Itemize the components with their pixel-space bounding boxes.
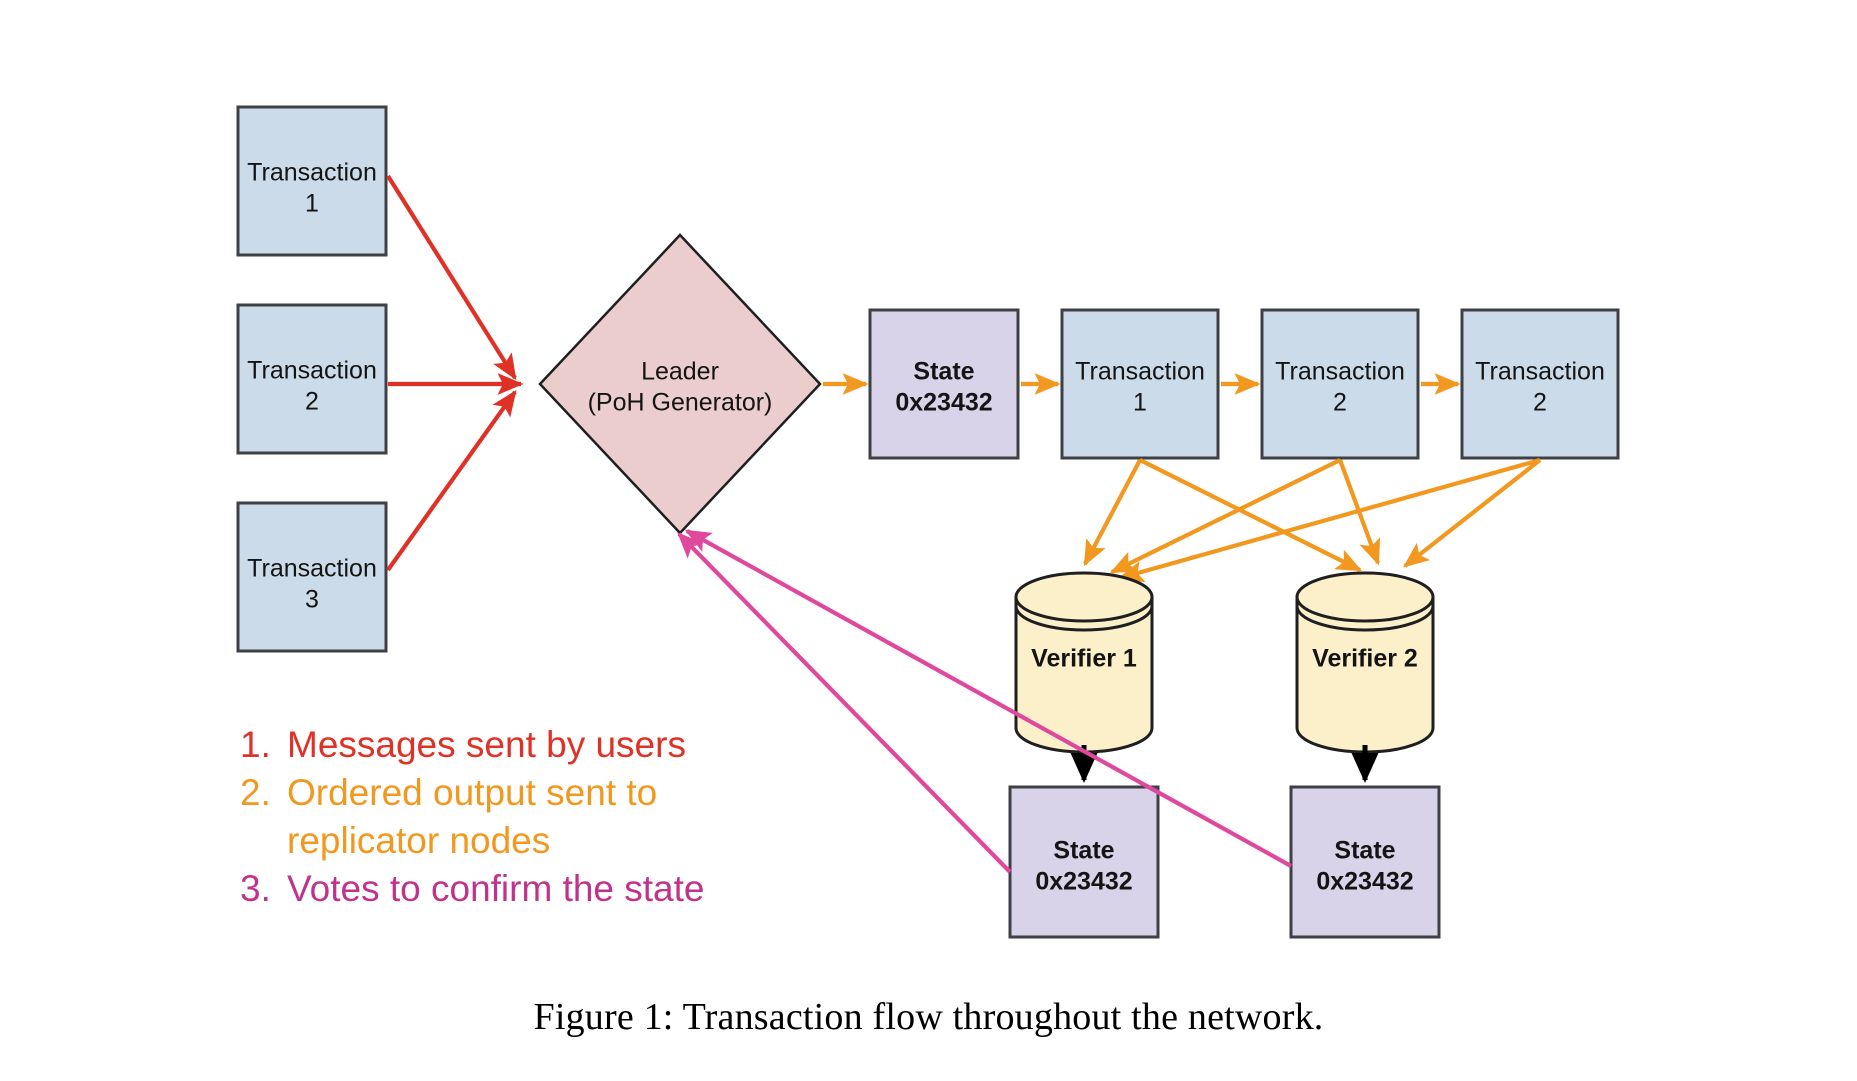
ledger-state-title: State xyxy=(913,358,974,386)
verifier-1-node: Verifier 1 xyxy=(1014,571,1154,754)
edges-ordered-output xyxy=(1083,457,1542,583)
incoming-transaction-2-number: 2 xyxy=(305,388,319,416)
legend-item-2-marker: 2. xyxy=(240,772,271,813)
incoming-transaction-1-number: 1 xyxy=(305,190,319,218)
edges-votes xyxy=(677,529,1293,874)
verified-state-2: State 0x23432 xyxy=(1289,785,1441,939)
edge-ledger-tx3-to-verifier2 xyxy=(1403,458,1542,568)
incoming-transaction-1: Transaction 1 xyxy=(236,105,388,257)
incoming-transaction-3-title: Transaction xyxy=(247,555,377,583)
ledger-transaction-2: Transaction 2 xyxy=(1260,308,1420,460)
incoming-transaction-3: Transaction 3 xyxy=(236,501,388,653)
legend-item-3-marker: 3. xyxy=(240,868,271,909)
ledger-transaction-3: Transaction 2 xyxy=(1460,308,1620,460)
edge-ledger-tx3-to-verifier1 xyxy=(1117,457,1541,583)
leader-title: Leader xyxy=(641,358,719,386)
incoming-transaction-3-number: 3 xyxy=(305,586,319,614)
leader-subtitle: (PoH Generator) xyxy=(588,389,773,417)
ledger-transaction-2-number: 2 xyxy=(1333,389,1347,417)
ledger-transaction-2-title: Transaction xyxy=(1275,358,1405,386)
incoming-transaction-1-title: Transaction xyxy=(247,159,377,187)
ledger-transaction-1-title: Transaction xyxy=(1075,358,1205,386)
edge-ledger-tx1-to-verifier1 xyxy=(1083,459,1142,567)
edge-tx1-to-leader xyxy=(386,174,517,381)
legend-item-2-text-line1: Ordered output sent to xyxy=(287,772,657,813)
edge-state2-to-leader xyxy=(684,529,1293,868)
edge-state1-to-leader xyxy=(677,532,1012,874)
verifier-1-label: Verifier 1 xyxy=(1031,645,1137,673)
leader-node: Leader (PoH Generator) xyxy=(538,233,822,535)
verified-state-2-title: State xyxy=(1334,837,1395,865)
ledger-transaction-1: Transaction 1 xyxy=(1060,308,1220,460)
ledger-state-node: State 0x23432 xyxy=(868,308,1020,460)
incoming-transaction-2-title: Transaction xyxy=(247,357,377,385)
figure-caption: Figure 1: Transaction flow throughout th… xyxy=(533,996,1324,1038)
ledger-state-hash: 0x23432 xyxy=(895,389,992,417)
verifier-2-label: Verifier 2 xyxy=(1312,645,1418,673)
ledger-transaction-3-number: 2 xyxy=(1533,389,1547,417)
incoming-transaction-2: Transaction 2 xyxy=(236,303,388,455)
verified-state-1: State 0x23432 xyxy=(1008,785,1160,939)
edge-ledger-tx1-to-verifier2 xyxy=(1139,458,1363,572)
edge-ledger-tx2-to-verifier1 xyxy=(1109,458,1341,574)
edges-user-messages xyxy=(386,174,524,572)
verifier-2-node: Verifier 2 xyxy=(1295,571,1435,754)
verified-state-2-hash: 0x23432 xyxy=(1316,868,1413,896)
legend-item-2-text-line2: replicator nodes xyxy=(287,820,550,861)
edge-tx3-to-leader xyxy=(386,389,517,572)
ledger-transaction-3-title: Transaction xyxy=(1475,358,1605,386)
ledger-transaction-1-number: 1 xyxy=(1133,389,1147,417)
legend-item-1-text: Messages sent by users xyxy=(287,724,686,765)
legend-item-1-marker: 1. xyxy=(240,724,271,765)
legend-item-3-text: Votes to confirm the state xyxy=(287,868,705,909)
edge-ledger-tx2-to-verifier2 xyxy=(1338,459,1381,566)
verified-state-1-title: State xyxy=(1053,837,1114,865)
verified-state-1-hash: 0x23432 xyxy=(1035,868,1132,896)
legend: 1. Messages sent by users 2. Ordered out… xyxy=(240,724,705,909)
